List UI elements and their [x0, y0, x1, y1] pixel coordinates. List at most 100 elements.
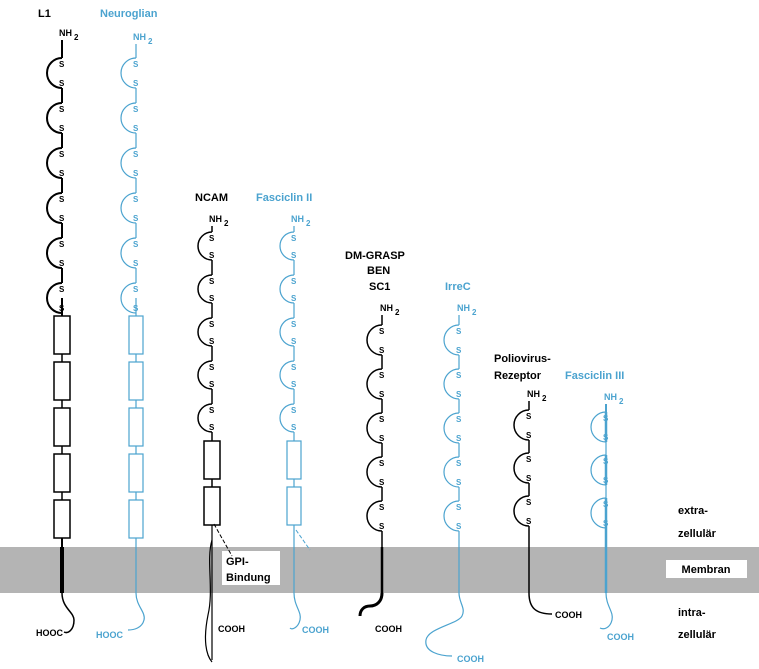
irrec-disulfide-s-bottom-2: S [456, 390, 462, 399]
protein-label-sc1: SC1 [369, 281, 390, 293]
l1-cytoplasmic-tail [61, 592, 75, 634]
poliovirus-receptor-nh2-subscript: 2 [542, 394, 547, 403]
dm-grasp-disulfide-s-bottom-2: S [379, 390, 385, 399]
intracellular-label-line1: intra- [678, 607, 706, 619]
irrec-disulfide-s-bottom-1: S [456, 346, 462, 355]
ncam-disulfide-s-bottom-4: S [209, 380, 215, 389]
gpi-label-line1: GPI- [226, 556, 249, 568]
fasciclin-iii-cytoplasmic-tail [599, 592, 613, 630]
dm-grasp-disulfide-s-top-4: S [379, 459, 385, 468]
fasciclin-iii-cooh-terminus-label: COOH [607, 632, 634, 642]
l1-ig-loop-6 [46, 282, 63, 314]
ncam-ig-loop-4 [197, 360, 213, 390]
l1-ig-loop-5 [46, 237, 63, 269]
fasciclin-ii-fn3-domain-1 [286, 440, 302, 480]
l1-disulfide-s-top-6: S [59, 285, 65, 294]
l1-disulfide-s-bottom-1: S [59, 79, 65, 88]
protein-label-ncam: NCAM [195, 192, 228, 204]
poliovirus-receptor-disulfide-s-top-3: S [526, 498, 532, 507]
fasciclin-iii-ig-loop-1 [590, 411, 607, 443]
dm-grasp-ig-loop-4 [366, 456, 383, 488]
dm-grasp-ig-loop-2 [366, 368, 383, 400]
ncam-ig-loop-3 [197, 317, 213, 347]
fasciclin-ii-cooh-terminus-label: COOH [302, 625, 329, 635]
fasciclin-ii-nh2-subscript: 2 [306, 219, 311, 228]
fasciclin-ii-disulfide-s-top-2: S [291, 277, 297, 286]
protein-label-irrec: IrreC [445, 281, 471, 293]
neuroglian-disulfide-s-top-5: S [133, 240, 139, 249]
ncam-ig-loop-1 [197, 231, 213, 261]
l1-fn3-domain-1 [53, 315, 71, 355]
neuroglian-fn3-domain-2 [128, 361, 144, 401]
protein-label-dm-grasp: DM-GRASP [345, 250, 405, 262]
dm-grasp-disulfide-s-bottom-1: S [379, 346, 385, 355]
neuroglian-cytoplasmic-tail [127, 592, 145, 631]
l1-nh2-label: NH [59, 28, 72, 38]
neuroglian-ig-loop-6 [120, 282, 137, 314]
irrec-ig-loop-5 [443, 500, 460, 532]
ncam-nh2-subscript: 2 [224, 219, 229, 228]
neuroglian-disulfide-s-bottom-2: S [133, 124, 139, 133]
fasciclin-ii-ig-loop-5 [279, 403, 295, 433]
neuroglian-disulfide-s-top-2: S [133, 105, 139, 114]
dm-grasp-disulfide-s-bottom-4: S [379, 478, 385, 487]
fasciclin-ii-nh2-label: NH [291, 214, 304, 224]
neuroglian-fn3-domain-3 [128, 407, 144, 447]
neuroglian-disulfide-s-top-6: S [133, 285, 139, 294]
ncam-ig-loop-5 [197, 403, 213, 433]
dm-grasp-disulfide-s-bottom-5: S [379, 522, 385, 531]
neuroglian-disulfide-s-bottom-3: S [133, 169, 139, 178]
ncam-disulfide-s-top-5: S [209, 406, 215, 415]
irrec-ig-loop-2 [443, 368, 460, 400]
neuroglian-fn3-domain-4 [128, 453, 144, 493]
neuroglian-ig-loop-2 [120, 102, 137, 134]
l1-disulfide-s-bottom-5: S [59, 259, 65, 268]
irrec-cooh-terminus-label: COOH [457, 654, 484, 664]
ncam-disulfide-s-bottom-3: S [209, 337, 215, 346]
ncam-disulfide-s-top-3: S [209, 320, 215, 329]
fasciclin-ii-gpi-variant-pointer [295, 529, 311, 551]
dm-grasp-ig-loop-5 [366, 500, 383, 532]
dm-grasp-ig-loop-1 [366, 324, 383, 356]
fasciclin-ii-ig-loop-2 [279, 274, 295, 304]
l1-disulfide-s-top-2: S [59, 105, 65, 114]
poliovirus-receptor-ig-loop-2 [513, 452, 530, 484]
ncam-disulfide-s-top-1: S [209, 234, 215, 243]
neuroglian-ig-loop-5 [120, 237, 137, 269]
l1-disulfide-s-top-1: S [59, 60, 65, 69]
dm-grasp-cooh-terminus-label: COOH [375, 624, 402, 634]
neuroglian-disulfide-s-top-3: S [133, 150, 139, 159]
poliovirus-receptor-disulfide-s-top-2: S [526, 455, 532, 464]
dm-grasp-disulfide-s-top-5: S [379, 503, 385, 512]
protein-label-neuroglian: Neuroglian [100, 8, 158, 20]
gpi-label-line2: Bindung [226, 572, 271, 584]
gpi-label-box [222, 551, 280, 585]
dm-grasp-disulfide-s-top-1: S [379, 327, 385, 336]
extracellular-label-line2: zellulär [678, 528, 717, 540]
neuroglian-fn3-domain-5 [128, 499, 144, 539]
irrec-disulfide-s-top-4: S [456, 459, 462, 468]
ncam-cytoplasmic-tail [204, 539, 213, 663]
protein-label-l1: L1 [38, 8, 51, 20]
neuroglian-nh2-label: NH [133, 32, 146, 42]
poliovirus-receptor-disulfide-s-bottom-2: S [526, 474, 532, 483]
fasciclin-ii-cytoplasmic-tail [289, 592, 301, 630]
l1-ig-loop-1 [46, 57, 63, 89]
neuroglian-nh2-subscript: 2 [148, 37, 153, 46]
fasciclin-ii-ig-loop-3 [279, 317, 295, 347]
l1-disulfide-s-bottom-3: S [59, 169, 65, 178]
fasciclin-ii-fn3-domain-2 [286, 486, 302, 526]
l1-fn3-domain-5 [53, 499, 71, 539]
neuroglian-fn3-domain-1 [128, 315, 144, 355]
neuroglian-ig-loop-1 [120, 57, 137, 89]
irrec-disulfide-s-top-5: S [456, 503, 462, 512]
fasciclin-ii-disulfide-s-bottom-5: S [291, 423, 297, 432]
ncam-fn3-domain-1 [203, 440, 221, 480]
ncam-gpi-anchor-pointer [213, 523, 233, 557]
fasciclin-ii-disulfide-s-bottom-4: S [291, 380, 297, 389]
fasciclin-ii-disulfide-s-top-4: S [291, 363, 297, 372]
neuroglian-ig-loop-3 [120, 147, 137, 179]
protein-label-poliovirus-line2: Rezeptor [494, 370, 542, 382]
